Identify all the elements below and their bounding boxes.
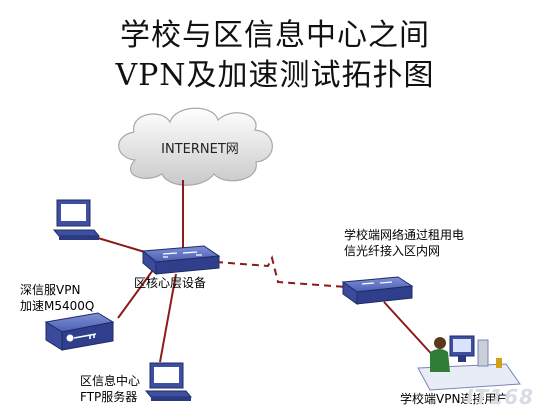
diagram-title-line1: 学校与区信息中心之间 [120, 18, 430, 53]
link-core-school-dashed [215, 255, 347, 288]
link-core-ftp [159, 273, 177, 363]
watermark-logo: IT168 [466, 385, 534, 409]
diagram-title-line2: VPN及加速测试拓扑图 [115, 58, 435, 93]
core-switch-icon [141, 245, 221, 276]
internet-label: INTERNET网 [161, 142, 239, 157]
link-core-vpn [117, 269, 154, 319]
vpn-device-label-line2: 加速M5400Q [20, 299, 95, 313]
network-links [97, 180, 449, 373]
vpn-device-icon [44, 312, 115, 351]
ftp-server-icon [144, 362, 193, 401]
vpn-user-label: 学校端VPN连接用户 [400, 392, 509, 406]
school-switch-icon [341, 276, 414, 305]
vpn-device-label-line1: 深信服VPN [20, 283, 81, 297]
link-pc-core [97, 237, 149, 254]
pc-left-icon [52, 199, 101, 240]
vpn-user-icon [417, 335, 521, 391]
ftp-server-label-line1: 区信息中心 [80, 374, 141, 388]
ftp-server-label-line2: FTP服务器 [80, 390, 138, 404]
school-network-label-line2: 信光纤接入区内网 [344, 244, 441, 258]
core-switch-label: 区核心层设备 [134, 276, 207, 290]
school-network-label-line1: 学校端网络通过租用电 [344, 228, 465, 242]
internet-cloud [118, 107, 273, 186]
